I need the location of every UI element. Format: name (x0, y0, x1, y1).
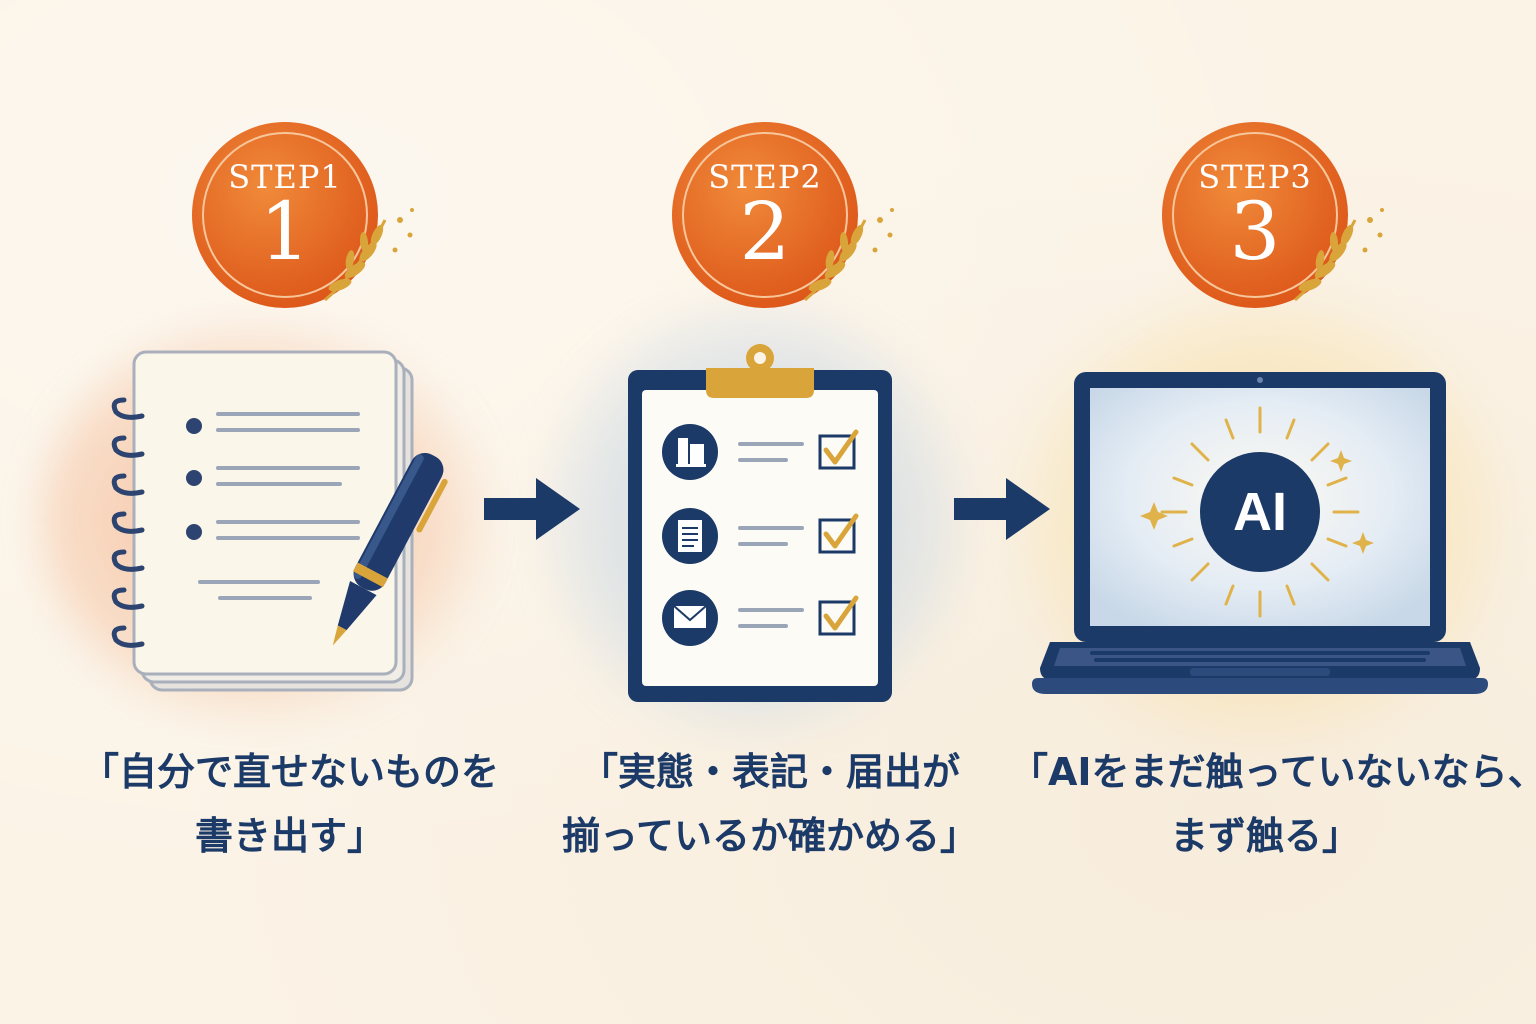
step3-badge: STEP3 3 (1160, 120, 1384, 310)
step2-badge: STEP2 2 (670, 120, 894, 310)
caption-line: 「AIをまだ触っていないなら、 (1010, 750, 1536, 794)
step-number: 1 (259, 185, 311, 278)
laurel-sprig-icon (324, 208, 414, 302)
arrow-right-icon (484, 478, 580, 540)
step-label: STEP2 (708, 158, 822, 196)
envelope-icon (673, 605, 707, 628)
building-icon (676, 438, 706, 467)
ai-screen-label: AI (1233, 482, 1287, 542)
step-label: STEP3 (1198, 158, 1312, 196)
checkbox-checked-icon (818, 429, 859, 636)
caption-line: まず触る」 (1169, 814, 1360, 858)
document-icon (678, 520, 702, 552)
medal-circle-icon (1162, 122, 1384, 308)
medal-circle-icon (672, 122, 894, 308)
laptop-ai-icon: AI (1030, 368, 1490, 708)
clipboard-checklist-icon (628, 344, 892, 702)
caption-line: 「実態・表記・届出が (579, 750, 960, 794)
sunburst-rays-icon (1160, 406, 1360, 618)
arrow-right-icon (954, 478, 1050, 540)
laurel-sprig-icon (804, 208, 894, 302)
step2-caption: 「実態・表記・届出が 揃っているか確かめる」 (550, 740, 990, 868)
step-label: STEP1 (228, 158, 342, 196)
step1-badge: STEP1 1 (190, 120, 414, 310)
laurel-sprig-icon (1294, 208, 1384, 302)
step1-caption: 「自分で直せないものを 書き出す」 (80, 740, 500, 868)
caption-line: 「自分で直せないものを (80, 750, 499, 794)
caption-line: 揃っているか確かめる」 (561, 814, 979, 858)
step-number: 3 (1229, 185, 1281, 278)
step3-caption: 「AIをまだ触っていないなら、 まず触る」 (1010, 740, 1536, 868)
step-number: 2 (739, 185, 791, 278)
caption-line: 書き出す」 (194, 814, 385, 858)
medal-circle-icon (192, 122, 414, 308)
notebook-pen-icon (111, 350, 448, 692)
sparkle-icon (1140, 450, 1374, 554)
